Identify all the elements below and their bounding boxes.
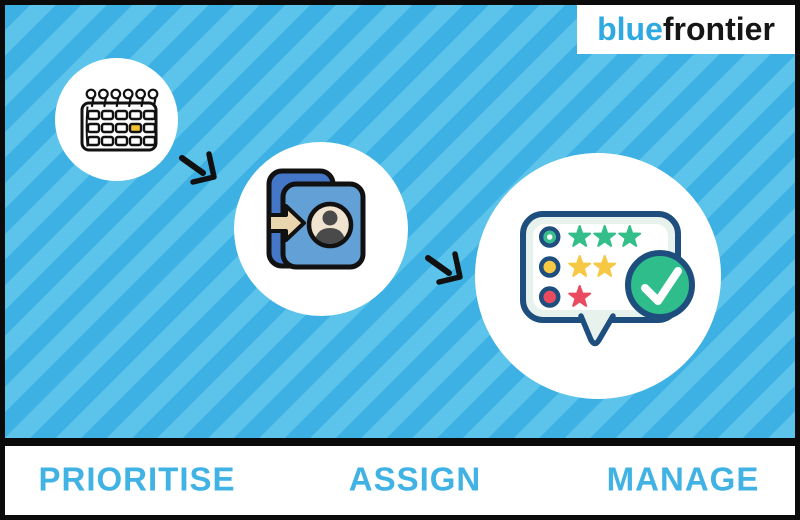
footer-bar: PRIORITISE ASSIGN MANAGE	[5, 438, 795, 515]
label-manage: MANAGE	[606, 459, 760, 497]
flow-arrow-2	[425, 251, 463, 285]
assign-arrow	[267, 204, 306, 242]
checkmark-badge	[625, 250, 695, 320]
calendar-grid	[86, 109, 157, 147]
step-circle-assign	[234, 142, 408, 316]
calendar-icon	[80, 88, 159, 152]
feedback-rating-icon	[520, 211, 695, 347]
speech-bubble-tail	[578, 313, 616, 347]
step-circle-manage	[475, 153, 721, 399]
brand-logo-blue-text: blue	[597, 11, 663, 47]
label-assign: ASSIGN	[348, 459, 482, 497]
flow-arrow-1	[179, 151, 217, 185]
calendar-spiral	[85, 88, 159, 108]
label-prioritise: PRIORITISE	[38, 459, 236, 497]
step-circle-prioritise	[55, 58, 178, 181]
rating-rows	[538, 225, 642, 308]
folder-assign-icon	[266, 168, 366, 270]
brand-logo-dark-text: frontier	[662, 11, 775, 47]
